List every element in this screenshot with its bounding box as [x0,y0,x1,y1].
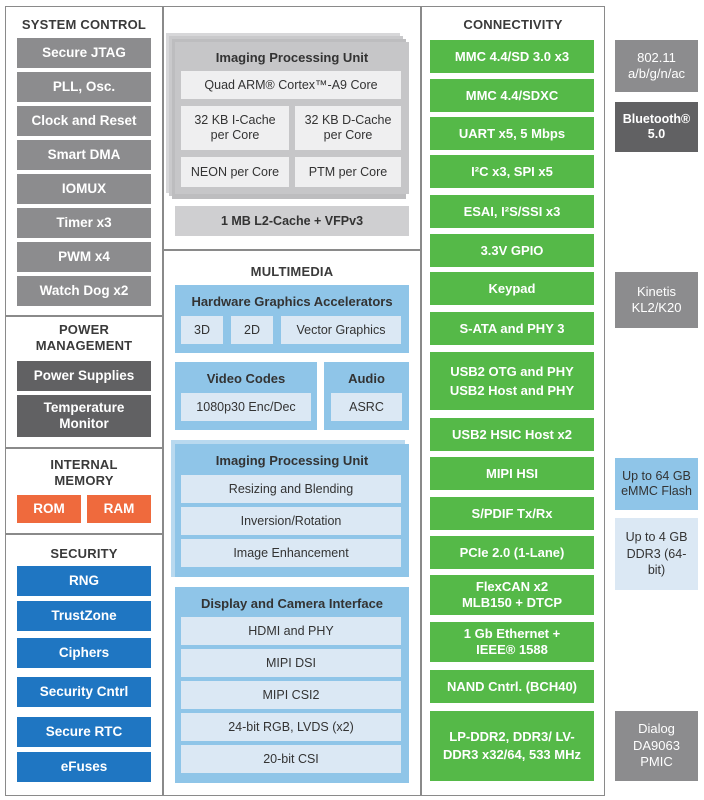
block-pwm: PWM x4 [17,242,151,272]
block-mmc-sd: MMC 4.4/SD 3.0 x3 [430,40,594,73]
block-arm-core: Quad ARM® Cortex™-A9 Core [181,71,401,99]
block-icache: 32 KB I-Cache per Core [181,106,289,150]
block-timer: Timer x3 [17,208,151,238]
block-gpio: 3.3V GPIO [430,234,594,267]
block-ethernet: 1 Gb Ethernet + IEEE® 1588 [430,622,594,662]
block-inversion-rotation: Inversion/Rotation [181,507,401,535]
block-smart-dma: Smart DMA [17,140,151,170]
audio-title: Audio [348,371,385,386]
internal-memory-title: INTERNAL MEMORY [50,457,118,489]
block-rgb-lvds: 24-bit RGB, LVDS (x2) [181,713,401,741]
block-watchdog: Watch Dog x2 [17,276,151,306]
block-i2c-spi: I²C x3, SPI x5 [430,155,594,188]
block-ciphers: Ciphers [17,638,151,668]
block-neon: NEON per Core [181,157,289,187]
block-mmc-sdxc: MMC 4.4/SDXC [430,79,594,112]
block-mipi-dsi: MIPI DSI [181,649,401,677]
video-title: Video Codes [206,371,286,386]
block-power-supplies: Power Supplies [17,361,151,391]
block-pll-osc: PLL, Osc. [17,72,151,102]
block-ptm: PTM per Core [295,157,401,187]
security-title: SECURITY [50,546,118,561]
block-asrc: ASRC [331,393,402,421]
block-spdif: S/PDIF Tx/Rx [430,497,594,530]
block-nand: NAND Cntrl. (BCH40) [430,670,594,703]
block-usb2-hsic: USB2 HSIC Host x2 [430,418,594,451]
block-l2-cache: 1 MB L2-Cache + VFPv3 [175,206,409,236]
block-rom: ROM [17,495,81,523]
block-3d: 3D [181,316,223,344]
block-security-cntrl: Security Cntrl [17,677,151,707]
block-mipi-csi2: MIPI CSI2 [181,681,401,709]
block-2d: 2D [231,316,273,344]
block-rng: RNG [17,566,151,596]
block-dcache: 32 KB D-Cache per Core [295,106,401,150]
block-uart: UART x5, 5 Mbps [430,117,594,150]
block-efuses: eFuses [17,752,151,782]
block-secure-jtag: Secure JTAG [17,38,151,68]
block-20bit-csi: 20-bit CSI [181,745,401,773]
ext-ddr3: Up to 4 GB DDR3 (64-bit) [615,518,698,590]
block-video-codec: 1080p30 Enc/Dec [181,393,311,421]
display-camera-title: Display and Camera Interface [200,596,384,611]
graphics-title: Hardware Graphics Accelerators [191,294,393,309]
block-iomux: IOMUX [17,174,151,204]
block-vector-graphics: Vector Graphics [281,316,401,344]
multimedia-title: MULTIMEDIA [250,264,334,279]
power-management-title: POWER MANAGEMENT [35,322,133,354]
block-ram: RAM [87,495,151,523]
ext-pmic: Dialog DA9063 PMIC [615,711,698,781]
block-temperature-monitor: Temperature Monitor [17,395,151,437]
block-keypad: Keypad [430,272,594,305]
system-control-title: SYSTEM CONTROL [21,17,147,32]
ext-bluetooth: Bluetooth® 5.0 [615,102,698,152]
cpu-title: Imaging Processing Unit [215,50,369,65]
block-secure-rtc: Secure RTC [17,717,151,747]
ext-kinetis: Kinetis KL2/K20 [615,272,698,328]
block-ddr-controller: LP-DDR2, DDR3/ LV-DDR3 x32/64, 533 MHz [430,711,594,781]
block-trustzone: TrustZone [17,601,151,631]
block-clock-reset: Clock and Reset [17,106,151,136]
ext-wifi: 802.11 a/b/g/n/ac [615,40,698,92]
connectivity-title: CONNECTIVITY [463,17,563,32]
block-flexcan-mlb: FlexCAN x2 MLB150 + DTCP [430,575,594,615]
block-esai-i2s: ESAI, I²S/SSI x3 [430,195,594,228]
ext-emmc: Up to 64 GB eMMC Flash [615,458,698,510]
block-pcie: PCIe 2.0 (1-Lane) [430,536,594,569]
block-image-enhancement: Image Enhancement [181,539,401,567]
ipu-title: Imaging Processing Unit [215,453,369,468]
block-resizing-blending: Resizing and Blending [181,475,401,503]
block-usb2-otg-host: USB2 OTG and PHY USB2 Host and PHY [430,352,594,410]
block-mipi-hsi: MIPI HSI [430,457,594,490]
block-hdmi: HDMI and PHY [181,617,401,645]
block-sata: S-ATA and PHY 3 [430,312,594,345]
